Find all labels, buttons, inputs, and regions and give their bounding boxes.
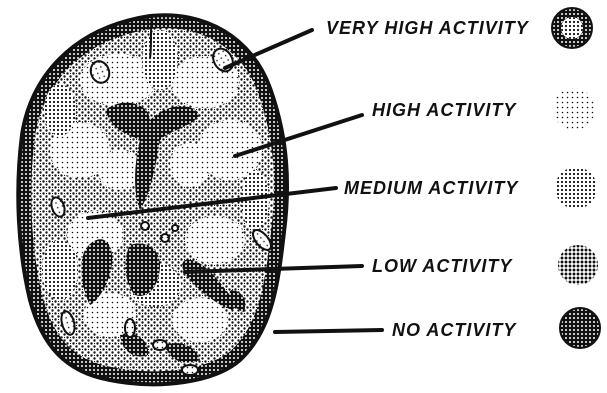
legend-label-medium: MEDIUM ACTIVITY: [344, 178, 519, 198]
legend-swatch-very-high: [552, 8, 592, 48]
legend-label-low: LOW ACTIVITY: [372, 256, 513, 276]
legend: VERY HIGH ACTIVITY HIGH ACTIVITY MEDIUM …: [326, 8, 600, 348]
legend-label-high: HIGH ACTIVITY: [372, 100, 517, 120]
legend-label-very-high: VERY HIGH ACTIVITY: [326, 18, 530, 38]
legend-swatch-none: [560, 308, 600, 348]
legend-swatch-medium: [555, 167, 597, 209]
legend-swatch-low: [558, 245, 598, 285]
legend-swatch-high: [553, 88, 595, 130]
leader-line-none: [275, 330, 382, 332]
legend-label-none: NO ACTIVITY: [392, 320, 517, 340]
